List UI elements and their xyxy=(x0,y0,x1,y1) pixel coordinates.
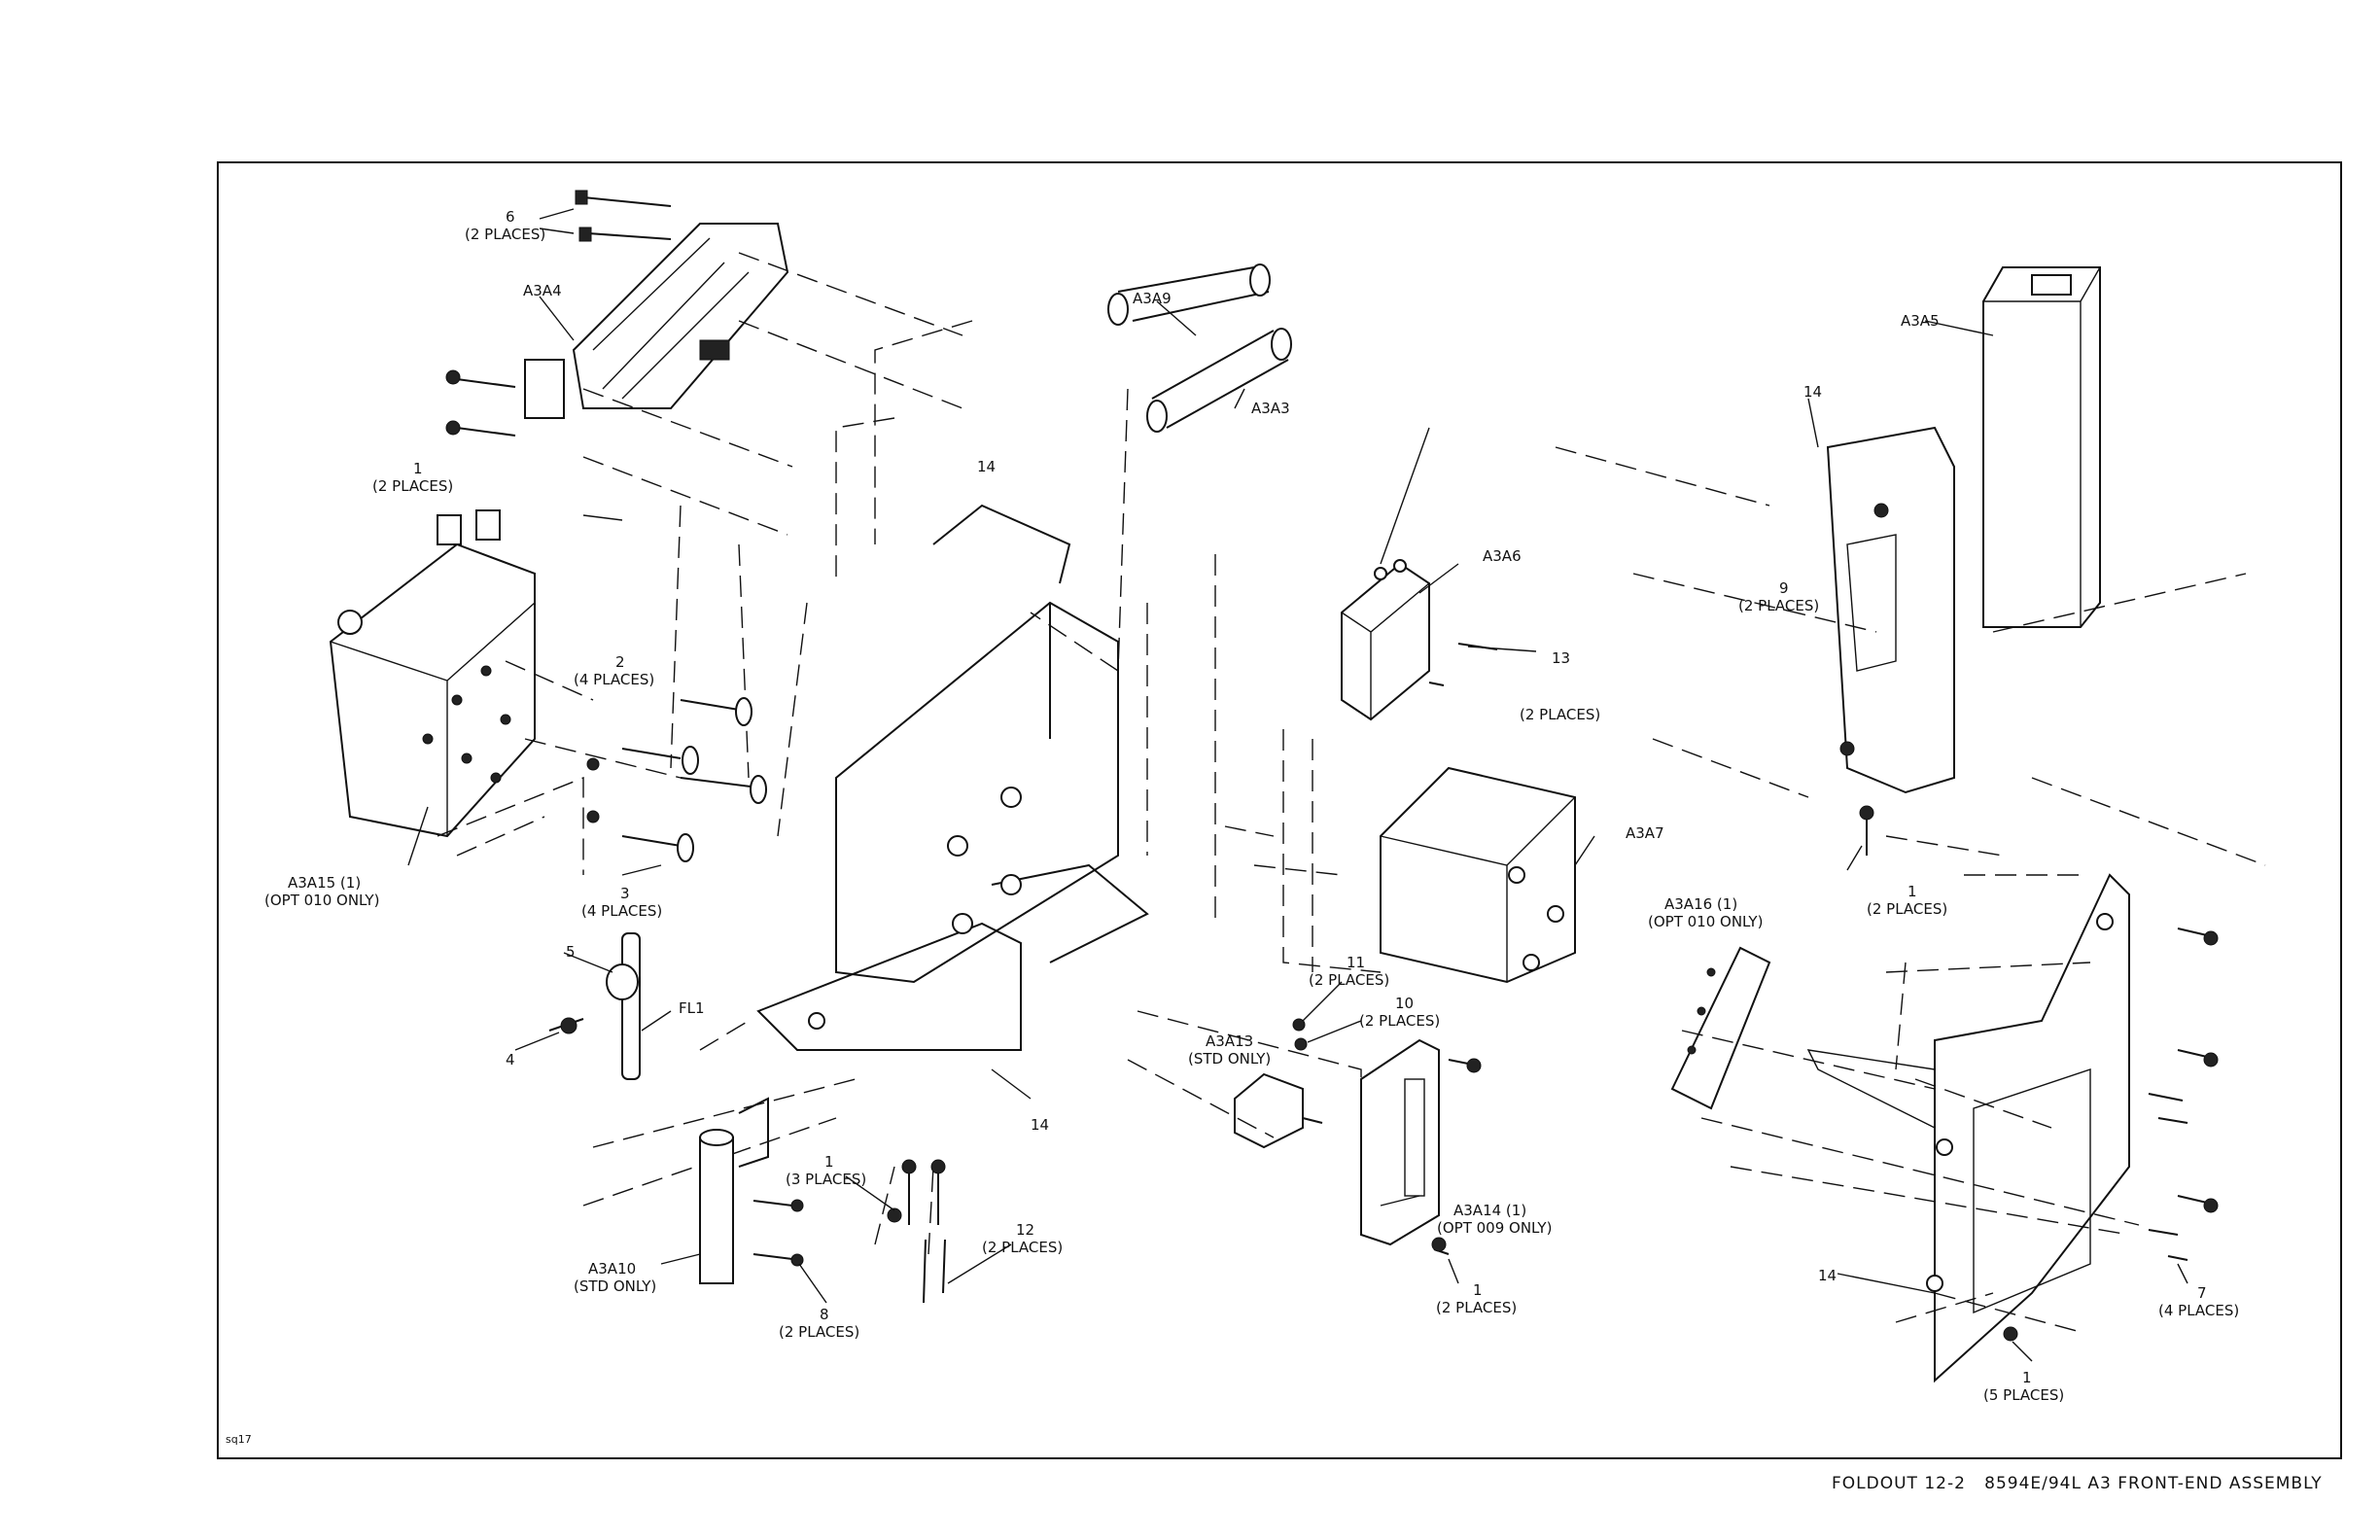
fl1-filter xyxy=(548,932,641,1080)
label-item-7: 7 xyxy=(2197,1284,2207,1302)
label-item-10-places: (2 PLACES) xyxy=(1359,1012,1440,1030)
label-item-1d: 1 xyxy=(1473,1281,1483,1299)
label-a3a5: A3A5 xyxy=(1901,312,1940,330)
a3a5-block xyxy=(1982,266,2101,628)
bracket-14-right xyxy=(1826,426,1955,794)
label-item-3-places: (4 PLACES) xyxy=(581,902,662,920)
screw-1-right xyxy=(1859,805,1874,856)
label-item-1c-places: (3 PLACES) xyxy=(786,1171,866,1188)
label-item-1c: 1 xyxy=(824,1153,834,1171)
a3a9-cylinder xyxy=(1107,263,1271,326)
label-a3a6: A3A6 xyxy=(1483,547,1522,565)
label-item-1d-places: (2 PLACES) xyxy=(1436,1299,1517,1316)
a3a16-filter xyxy=(1670,946,1771,1110)
label-item-9: 9 xyxy=(1779,579,1789,597)
label-item-1a: 1 xyxy=(413,460,423,477)
label-item-9-places: (2 PLACES) xyxy=(1738,597,1819,614)
label-a3a14-opt: (OPT 009 ONLY) xyxy=(1437,1219,1552,1237)
a3a3-cylinder xyxy=(1146,328,1292,433)
label-item-1b-places: (2 PLACES) xyxy=(1867,900,1947,918)
label-a3a15-opt: (OPT 010 ONLY) xyxy=(264,892,379,909)
sheet-id: sq17 xyxy=(226,1433,252,1446)
a3a6-block xyxy=(1341,559,1498,721)
label-item-14a: 14 xyxy=(977,458,996,475)
label-item-8-places: (2 PLACES) xyxy=(779,1323,859,1341)
label-item-14d: 14 xyxy=(1818,1267,1837,1284)
label-item-8: 8 xyxy=(820,1306,829,1323)
a3a13-block xyxy=(1234,1018,1323,1149)
label-item-3: 3 xyxy=(620,885,630,902)
a3a4-module xyxy=(524,223,789,419)
label-item-12: 12 xyxy=(1016,1221,1034,1239)
label-item-5: 5 xyxy=(566,943,576,961)
label-item-4: 4 xyxy=(506,1051,515,1068)
label-a3a10-std: (STD ONLY) xyxy=(574,1278,656,1295)
a3a14-module xyxy=(1360,1038,1482,1255)
label-item-1e-places: (5 PLACES) xyxy=(1983,1386,2064,1404)
plate-14-bottom-right xyxy=(1806,873,2130,1383)
label-a3a9: A3A9 xyxy=(1133,290,1172,307)
spacers-2-3 xyxy=(586,697,767,862)
label-item-13: 13 xyxy=(1552,649,1570,667)
label-a3a16: A3A16 (1) xyxy=(1664,895,1737,913)
screw-1-a3a4 xyxy=(445,369,516,437)
screw-6 xyxy=(575,190,672,242)
a3a15-board xyxy=(329,509,536,838)
leader-lines xyxy=(407,208,2188,1362)
screws-7 xyxy=(2003,928,2219,1342)
a3a7-cube xyxy=(1380,766,1576,984)
label-item-1e: 1 xyxy=(2022,1369,2032,1386)
label-a3a7: A3A7 xyxy=(1626,824,1664,842)
screws-1-12 xyxy=(887,1159,946,1304)
label-item-11-places: (2 PLACES) xyxy=(1309,971,1389,989)
label-item-2: 2 xyxy=(615,653,625,671)
label-item-6: 6 xyxy=(506,208,515,226)
label-a3a16-opt: (OPT 010 ONLY) xyxy=(1648,913,1763,930)
label-item-12-places: (2 PLACES) xyxy=(982,1239,1063,1256)
label-a3a4: A3A4 xyxy=(523,282,562,299)
label-item-2-places: (4 PLACES) xyxy=(574,671,654,688)
label-a3a15: A3A15 (1) xyxy=(288,874,361,892)
callout-labels: 6 (2 PLACES) A3A4 A3A9 A3A3 A3A5 1 (2 PL… xyxy=(264,208,2239,1404)
main-chassis-bracket xyxy=(756,504,1149,1051)
label-a3a14: A3A14 (1) xyxy=(1453,1202,1526,1219)
label-a3a13: A3A13 xyxy=(1206,1032,1253,1050)
label-fl1: FL1 xyxy=(679,999,705,1017)
a3a10-post xyxy=(699,1097,804,1284)
label-item-11: 11 xyxy=(1347,954,1365,971)
label-a3a3: A3A3 xyxy=(1251,400,1290,417)
label-a3a13-std: (STD ONLY) xyxy=(1188,1050,1271,1068)
label-item-14c: 14 xyxy=(1031,1116,1049,1134)
label-item-14b: 14 xyxy=(1803,383,1822,401)
label-item-13-places: (2 PLACES) xyxy=(1520,706,1600,723)
drawing-frame xyxy=(217,161,2342,1459)
label-item-1a-places: (2 PLACES) xyxy=(372,477,453,495)
label-a3a10: A3A10 xyxy=(588,1260,636,1278)
label-item-1b: 1 xyxy=(1908,883,1917,900)
label-item-7-places: (4 PLACES) xyxy=(2158,1302,2239,1319)
label-item-6-places: (2 PLACES) xyxy=(465,226,545,243)
label-item-10: 10 xyxy=(1395,995,1414,1012)
foldout-caption: FOLDOUT 12-2 8594E/94L A3 FRONT-END ASSE… xyxy=(1832,1474,2323,1493)
